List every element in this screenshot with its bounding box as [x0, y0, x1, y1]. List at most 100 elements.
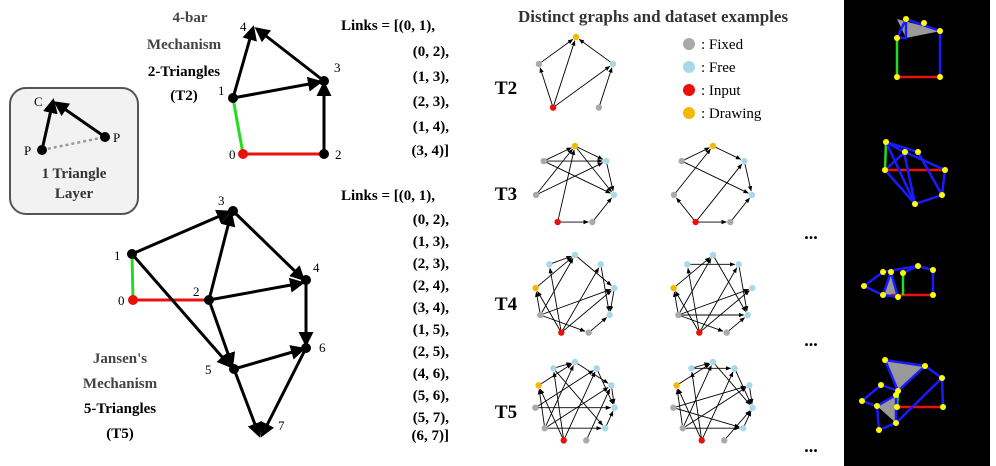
legend-swatch-drawing [683, 107, 695, 119]
graph-node [698, 437, 705, 444]
legend-label-free: : Free [701, 60, 736, 76]
jansen-link-4: (2, 4), [413, 278, 449, 294]
fourbar-node-2: 2 [335, 147, 342, 162]
graph-edge [574, 145, 604, 160]
jansen-link-0: Links = [(0, 1), [341, 188, 435, 204]
graph-node [532, 404, 539, 411]
graph-node [670, 191, 678, 199]
graph-node [549, 104, 557, 111]
graph-edge [676, 197, 696, 223]
legend-swatch-free [683, 61, 695, 73]
graph-edge [677, 388, 703, 441]
jansen-link-1: (0, 2), [413, 212, 449, 228]
graph-edge [539, 388, 565, 441]
jansen-diagram: 0 1 2 3 4 5 6 7 Jansen's Mechanism 5-Tri… [83, 188, 449, 444]
graph-t2 [535, 33, 617, 111]
graph-edge [552, 371, 565, 441]
graph-node [583, 437, 590, 444]
graph-node [721, 437, 728, 444]
jansen-node-1: 1 [114, 248, 121, 263]
legend-label-input: : Input [701, 83, 741, 99]
graph-edge [681, 160, 749, 194]
graph-edge [723, 410, 751, 441]
graph-node [692, 218, 699, 226]
triangle-layer-box: C P P 1 Triangle Layer [9, 87, 139, 215]
label-p-left: P [24, 143, 31, 158]
jansen-link-9: (5, 6), [413, 388, 449, 404]
fourbar-link-4: (1, 4), [413, 119, 449, 135]
fourbar-link-2: (1, 3), [413, 69, 449, 85]
graph-edge [588, 317, 607, 333]
graph-node [748, 191, 756, 199]
graph-edge [543, 160, 611, 194]
graph-t3-b [670, 142, 756, 226]
fourbar-node-3: 3 [334, 60, 341, 75]
jansen-node-2: 2 [193, 284, 200, 299]
sim-t4 [861, 263, 936, 300]
graph-node [741, 157, 748, 165]
graph-node [532, 284, 539, 292]
graph-edge [677, 257, 712, 316]
graph-edge [609, 287, 615, 312]
graph-node [670, 404, 677, 411]
fourbar-link-5: (3, 4)] [412, 143, 450, 159]
graph-node [709, 251, 717, 259]
graph-edge [681, 147, 710, 162]
graph-edge [540, 288, 612, 316]
graph-node [749, 284, 756, 292]
graph-edge [535, 162, 604, 196]
graph-node [585, 329, 592, 336]
graph-node [606, 311, 613, 319]
sim-t2 [894, 16, 943, 80]
graph-edge [553, 368, 603, 426]
jansen-node-0: 0 [118, 293, 125, 308]
graph-node [593, 365, 600, 372]
graph-node [610, 191, 618, 199]
graph-edge [561, 290, 612, 333]
row-label-t4: T4 [495, 294, 518, 315]
graph-t5-a [532, 358, 618, 444]
graph-edge [682, 365, 712, 429]
graph-node [740, 424, 747, 432]
graph-t5-b [670, 358, 756, 444]
fourbar-link-3: (2, 3), [413, 94, 449, 110]
graph-node [603, 157, 610, 165]
graph-edge [596, 368, 614, 405]
graph-node [744, 311, 751, 319]
graph-edge [535, 291, 541, 316]
graph-node [609, 60, 617, 68]
graph-node [727, 218, 734, 226]
graph-edge [673, 291, 679, 316]
graph-edge [738, 264, 749, 312]
graph-node [611, 404, 618, 411]
graph-node [688, 365, 695, 372]
graph-node [535, 382, 542, 389]
fourbar-node-4: 4 [240, 19, 247, 34]
graph-node [673, 382, 680, 389]
graph-node [709, 142, 717, 150]
graph-edge [726, 317, 745, 333]
jansen-node-3: 3 [218, 193, 225, 208]
graph-node [679, 424, 686, 432]
graph-node [550, 365, 557, 372]
graph-edge [678, 314, 724, 332]
sim-t3 [882, 139, 948, 207]
jansen-node-5: 5 [205, 362, 212, 377]
row-labels: T2 T3 T4 T5 [495, 78, 518, 423]
row-label-t3: T3 [495, 184, 517, 205]
graph-node [589, 218, 596, 226]
graph-node [541, 424, 548, 432]
label-p-right: P [113, 130, 120, 145]
fourbar-links: Links = [(0, 1), (0, 2), (1, 3), (2, 3),… [341, 18, 449, 159]
graph-edge [673, 385, 747, 409]
graph-edge [552, 65, 611, 108]
graph-node [532, 191, 540, 199]
graph-edge [552, 40, 576, 108]
graph-node [540, 157, 547, 165]
graph-edge [535, 148, 573, 196]
ellipsis-t5: ... [804, 436, 818, 456]
graph-edge [673, 407, 740, 428]
graph-node [558, 329, 565, 336]
graph-node [535, 60, 543, 68]
